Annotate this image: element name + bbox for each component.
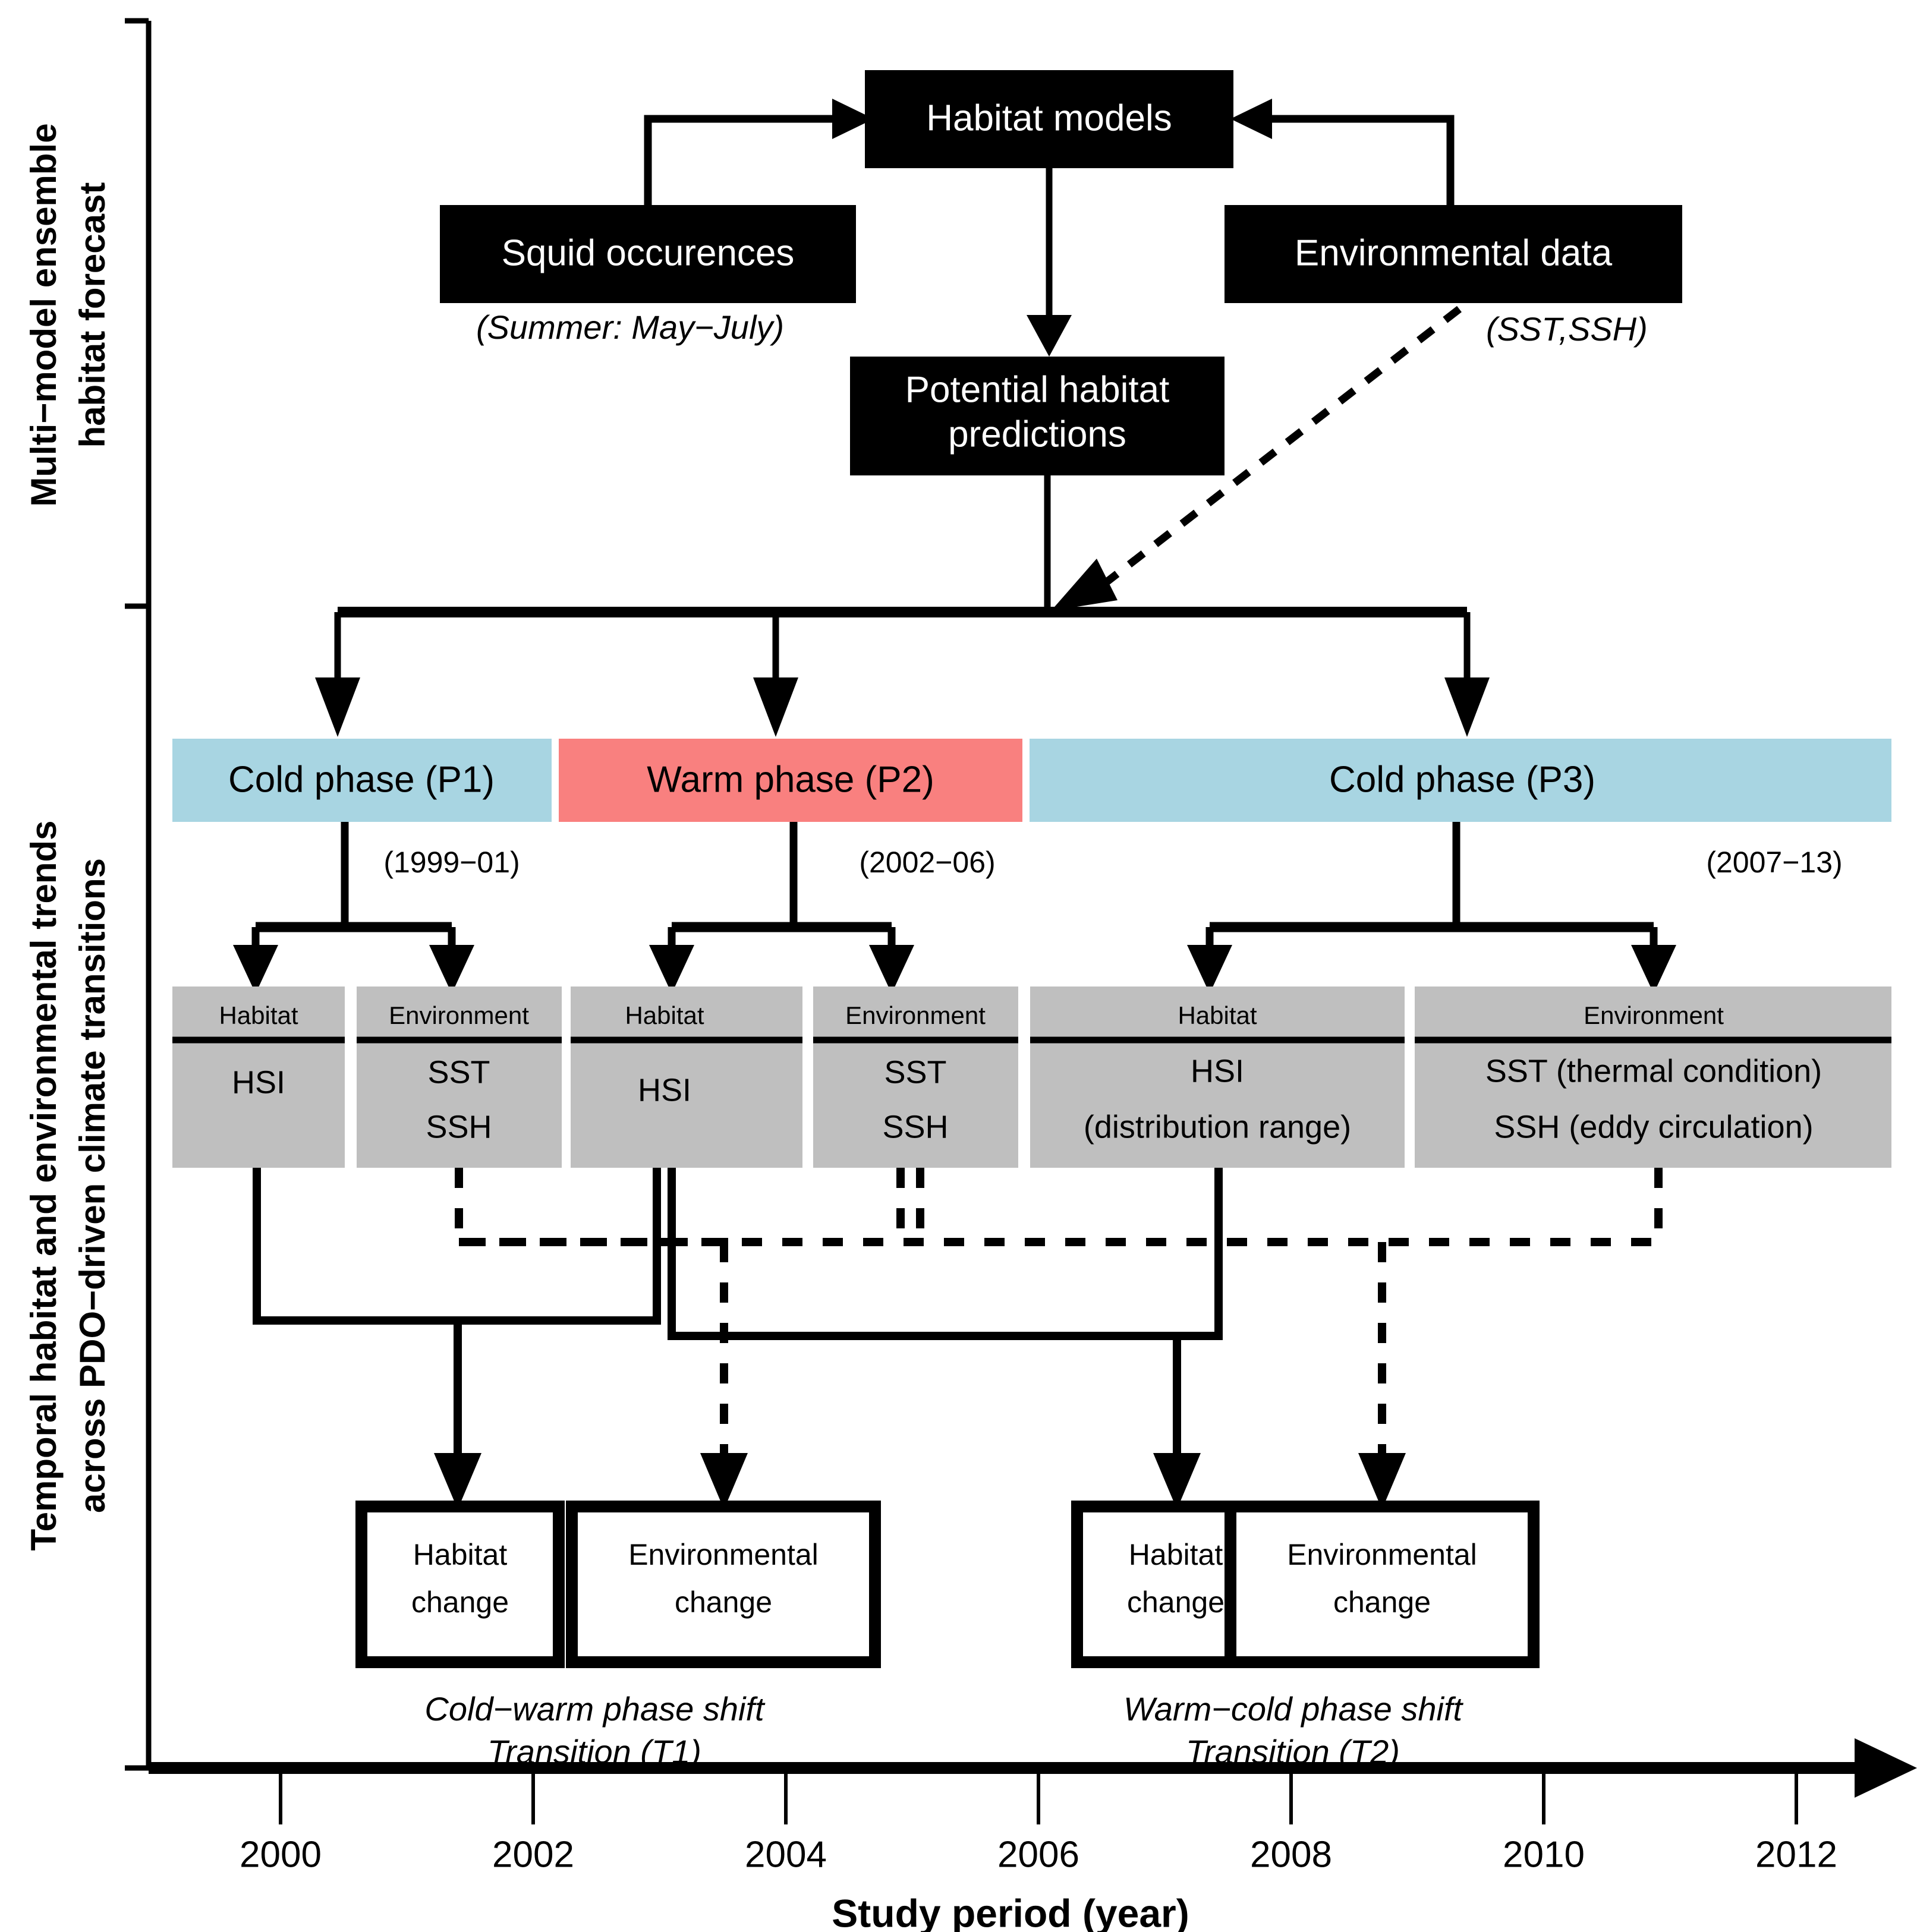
panel-p2-habitat[interactable]: Habitat HSI [571,987,802,1168]
route-p3-habitat-to-t2 [1153,1168,1223,1509]
panel-p2-environment[interactable]: Environment SST SSH [813,987,1018,1168]
x-tick-label-1: 2002 [492,1834,574,1875]
route-dashed-to-t1-env [700,1242,748,1509]
panel-p3-environment-line2: SSH (eddy circulation) [1494,1109,1813,1145]
phase-bar-p1-label: Cold phase (P1) [228,759,495,800]
panel-p1-environment-line1: SST [427,1054,490,1090]
connector-p1-split [233,822,474,994]
route-p2-habitat-to-t1 [458,1168,661,1325]
box-potential-habitat-predictions-line2: predictions [948,414,1126,455]
x-tick-label-6: 2012 [1755,1834,1837,1875]
connector-p3-split [1187,822,1676,994]
x-tick-label-0: 2000 [240,1834,322,1875]
box-squid-occurences[interactable]: Squid occurences [440,205,856,303]
box-t1-habitat-change[interactable]: Habitat change [355,1501,565,1668]
box-t1-habitat-change-line1: Habitat [413,1538,508,1571]
box-t1-environmental-change[interactable]: Environmental change [566,1501,881,1668]
side-label-lower-line2: across PDO−driven climate transitions [73,858,112,1513]
connector-env-to-models [1230,99,1455,205]
phase-p2-years: (2002−06) [859,846,995,879]
panel-p2-environment-line2: SSH [882,1109,948,1145]
left-axis-bracket-upper [125,18,152,609]
connector-p2-split [649,822,914,994]
phase-bar-p3-label: Cold phase (P3) [1329,759,1595,800]
box-t2-environmental-change[interactable]: Environmental change [1225,1501,1540,1668]
side-label-upper: Multi−model ensemble habitat forecast [24,123,112,506]
route-p1-habitat-to-t1 [253,1168,481,1509]
transition-label-t2: Warm−cold phase shift Transition (T2) [1123,1690,1464,1770]
phase-bar-p1[interactable]: Cold phase (P1) [172,739,552,822]
transition-t1-line1: Cold−warm phase shift [424,1690,766,1728]
annotation-env-vars: (SST,SSH) [1486,310,1648,348]
x-axis: 2000 2002 2004 2006 2008 2010 2012 Study… [149,1738,1917,1932]
panel-p1-environment[interactable]: Environment SST SSH [357,987,562,1168]
panel-p3-habitat-line1: HSI [1191,1053,1244,1089]
box-habitat-models[interactable]: Habitat models [865,70,1233,168]
box-environmental-data[interactable]: Environmental data [1225,205,1682,303]
x-tick-label-2: 2004 [745,1834,827,1875]
phase-bar-p2-label: Warm phase (P2) [647,759,934,800]
box-t2-habitat-change-line2: change [1127,1586,1225,1619]
x-tick-label-5: 2010 [1503,1834,1585,1875]
box-squid-occurences-label: Squid occurences [502,232,795,273]
phase-bar-p2[interactable]: Warm phase (P2) [559,739,1022,822]
phase-bar-p3[interactable]: Cold phase (P3) [1030,739,1891,822]
panel-p1-habitat-line1: HSI [232,1064,285,1100]
left-axis-bracket-lower [125,606,152,1771]
panel-p2-habitat-header: Habitat [625,1001,704,1029]
panel-p3-environment-line1: SST (thermal condition) [1485,1053,1822,1089]
connector-models-to-predictions [1027,168,1072,357]
box-environmental-data-label: Environmental data [1295,232,1613,273]
box-t2-environmental-change-line1: Environmental [1287,1538,1477,1571]
box-t1-environmental-change-line1: Environmental [628,1538,819,1571]
panel-p3-habitat-line2: (distribution range) [1084,1109,1351,1145]
box-t2-environmental-change-line2: change [1333,1586,1431,1619]
box-t2-habitat-change-line1: Habitat [1129,1538,1223,1571]
box-t1-habitat-change-line2: change [411,1586,509,1619]
route-p2-habitat-to-t2 [668,1168,1177,1340]
transition-label-t1: Cold−warm phase shift Transition (T1) [424,1690,766,1770]
side-label-lower-line1: Temporal habitat and environmental trend… [24,820,64,1550]
x-tick-label-4: 2008 [1250,1834,1332,1875]
side-label-upper-line2: habitat forecast [73,182,112,448]
connector-phase-distribution [315,607,1490,737]
panel-p1-habitat[interactable]: Habitat HSI [172,987,345,1168]
connector-env-dashed-to-junction [1051,305,1462,611]
annotation-squid-season: (Summer: May−July) [476,308,784,346]
panel-p3-habitat[interactable]: Habitat HSI (distribution range) [1030,987,1405,1168]
x-axis-title: Study period (year) [832,1891,1189,1932]
panel-p2-habitat-line1: HSI [638,1072,691,1108]
panel-p1-environment-line2: SSH [426,1109,492,1145]
phase-p3-years: (2007−13) [1706,846,1842,879]
connector-squid-to-models [644,99,874,205]
panel-p3-environment[interactable]: Environment SST (thermal condition) SSH … [1415,987,1891,1168]
panel-p3-habitat-header: Habitat [1178,1001,1257,1029]
phase-p1-years: (1999−01) [383,846,520,879]
panel-p2-environment-line1: SST [884,1054,946,1090]
side-label-upper-line1: Multi−model ensemble [24,123,64,506]
side-label-lower: Temporal habitat and environmental trend… [24,820,112,1550]
x-tick-label-3: 2006 [997,1834,1079,1875]
route-p1-environment-dashed [455,1168,746,1246]
box-potential-habitat-predictions[interactable]: Potential habitat predictions [850,357,1225,475]
panel-p1-environment-header: Environment [389,1001,529,1029]
x-axis-ticks [279,1768,1798,1824]
box-habitat-models-label: Habitat models [926,97,1172,138]
route-dashed-to-t2-env [1358,1242,1406,1509]
transition-t2-line1: Warm−cold phase shift [1123,1690,1464,1728]
panel-p3-environment-header: Environment [1584,1001,1724,1029]
panel-p1-habitat-header: Habitat [219,1001,298,1029]
box-potential-habitat-predictions-line1: Potential habitat [905,369,1170,410]
panel-p2-environment-header: Environment [845,1001,986,1029]
box-t1-environmental-change-line2: change [675,1586,772,1619]
